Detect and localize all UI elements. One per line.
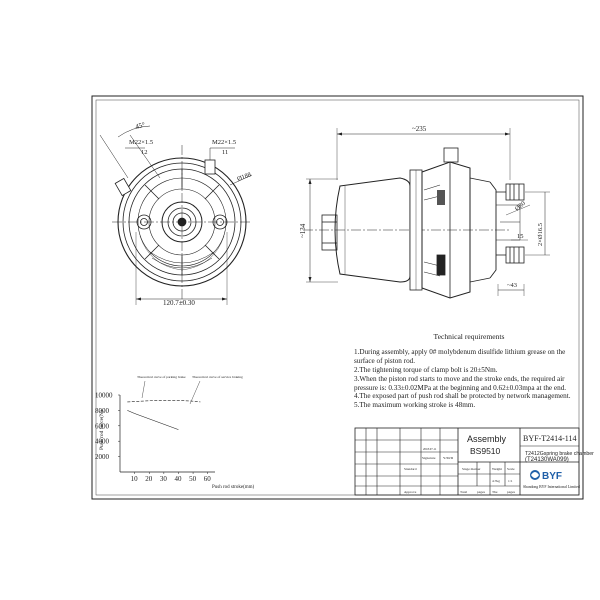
- chart-ticks: 10 20 30 40 50 60 2000 4000 6000 8000 10000: [95, 392, 211, 484]
- tb-scale: Scale: [507, 467, 515, 471]
- chart-series: [127, 400, 201, 430]
- front-view: [99, 125, 253, 305]
- tb-scale-value: 1:1: [508, 479, 513, 483]
- title-block-frame: [354, 427, 580, 496]
- requirement-item-4: 4.The exposed part of push rod shall be …: [354, 392, 571, 401]
- tb-description: T2412Gspring brake chamber: [525, 451, 594, 457]
- front-thread-left-qty: 12: [141, 149, 148, 156]
- tb-stage-marker: Stage marker: [462, 467, 481, 471]
- front-width-label: 120.7±0.30: [163, 299, 195, 307]
- tb-company: Shandong BYF International Limited: [523, 485, 580, 489]
- tb-pages-a: pages: [477, 490, 486, 494]
- chart-legend-parking: Theoretical curve of parking brake: [137, 375, 186, 379]
- chart-x-tick-label: 50: [189, 475, 197, 483]
- tb-stamp-code: 2018.07.11: [423, 447, 437, 451]
- side-push-rod: [321, 214, 338, 251]
- chart-xlabel: Push rod stroke(mm): [212, 485, 255, 490]
- chart-x-tick-label: 30: [160, 475, 168, 483]
- tb-total: Total: [460, 490, 467, 494]
- requirement-item-1: 1.During assembly, apply 0# molybdenum d…: [354, 347, 566, 365]
- side-stroke-label: ~43: [507, 282, 517, 289]
- chart-legend-service: Theoretical curve of service braking: [192, 375, 243, 379]
- side-port-lower: [505, 246, 525, 264]
- tb-pages-b: pages: [507, 490, 516, 494]
- chart-x-tick-label: 20: [145, 475, 153, 483]
- front-bolt-left: [136, 214, 152, 230]
- chart-series-parking: [127, 400, 201, 403]
- requirement-item-5: 5.The maximum working stroke is 48mm.: [354, 401, 476, 410]
- requirements-title: Technical requirements: [433, 332, 505, 341]
- technical-requirements: Technical requirements 1.During assembly…: [354, 332, 584, 410]
- tb-assembly-code: BS9510: [470, 446, 501, 456]
- side-height-label: ~134: [299, 223, 307, 238]
- chart-y-tick-label: 8000: [95, 407, 110, 415]
- front-hub: [161, 201, 203, 243]
- tb-weight: Weight: [492, 467, 502, 471]
- chart-y-tick-label: 6000: [95, 422, 110, 430]
- side-front-chamber: [334, 177, 411, 283]
- chart-y-tick-label: 4000: [95, 438, 110, 446]
- front-diameter-label: Ø188: [236, 171, 252, 183]
- chart-series-service: [127, 410, 179, 430]
- chart-x-tick-label: 60: [204, 475, 212, 483]
- front-bolt-right: [212, 214, 228, 230]
- tb-signature: Signature: [422, 456, 436, 460]
- side-view: [303, 128, 550, 299]
- side-offset-label: 15: [517, 233, 524, 240]
- front-thread-left-label: M22×1.5: [129, 139, 153, 146]
- company-logo: BYF: [530, 470, 562, 482]
- chart-ylabel: Push rod force(N): [98, 410, 105, 450]
- tb-the: The: [492, 490, 498, 494]
- side-pitch-label: 2×Ø16.5: [537, 223, 544, 246]
- tb-weight-value: 4.7kg: [492, 479, 500, 483]
- tb-standard: Standard: [404, 467, 417, 471]
- front-port-left: [114, 177, 132, 197]
- front-angle-label: 45°: [134, 121, 146, 131]
- requirement-item-2: 2.The tightening torque of clamp bolt is…: [354, 365, 498, 374]
- tb-assembly: Assembly: [467, 434, 507, 444]
- outer-border: [91, 95, 584, 500]
- chart-x-tick-label: 10: [131, 475, 139, 483]
- title-block: [354, 427, 580, 496]
- front-thread-right-label: M22×1.5: [212, 139, 236, 146]
- chart-x-tick-label: 40: [174, 475, 182, 483]
- chart-y-tick-label: 2000: [95, 453, 110, 461]
- side-port-upper: [505, 183, 525, 201]
- side-diameter-label: Ø80: [514, 200, 527, 213]
- force-chart: 10 20 30 40 50 60 2000 4000 6000 8000 10000 Push r…: [95, 375, 255, 490]
- tb-ymd: Y/M/D: [443, 456, 454, 460]
- requirement-item-3: 3.When the piston rod starts to move and…: [354, 374, 567, 392]
- title-block-text: Assembly BS9510 BYF-T2414-114 T2412Gspri…: [404, 434, 594, 494]
- tb-approve: Approve: [404, 490, 417, 494]
- tb-part-code: (T24130WA099): [525, 457, 569, 463]
- side-length-label: ~235: [412, 125, 427, 133]
- side-rear-chamber: [421, 161, 471, 299]
- front-thread-right-qty: 11: [222, 149, 228, 156]
- company-logo-text: BYF: [542, 471, 562, 482]
- inner-border: [95, 99, 580, 496]
- tb-drawing-no: BYF-T2414-114: [523, 434, 576, 443]
- front-port-right: [204, 159, 216, 175]
- front-outer-ring: [117, 157, 247, 287]
- chart-y-tick-label: 10000: [95, 392, 113, 400]
- front-view-labels: 45° M22×1.5 12 M22×1.5 11 Ø188 120.7±0.3…: [129, 121, 252, 307]
